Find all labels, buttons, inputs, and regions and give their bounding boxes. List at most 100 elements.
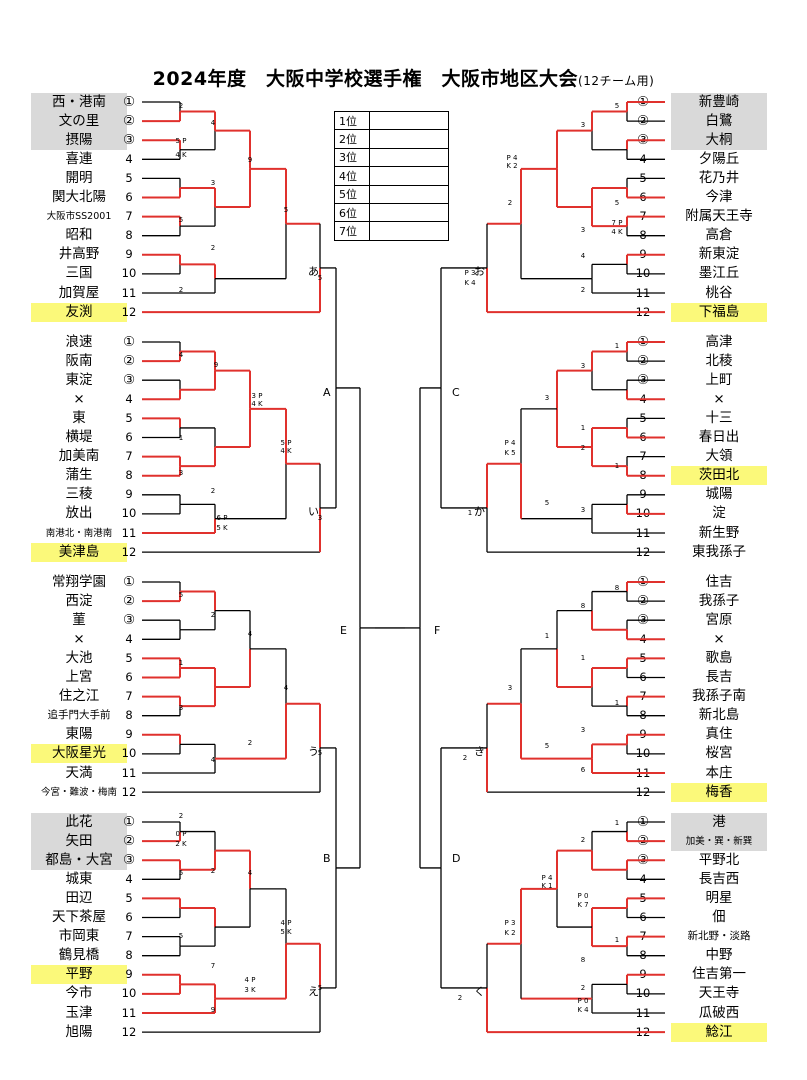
score-label: K 2 (504, 929, 515, 937)
score-label: P 0 (578, 892, 589, 900)
team-name: 佃 (712, 909, 726, 925)
score-label: 4 (211, 756, 216, 764)
team-name: 城東 (65, 870, 93, 887)
team-name: 追手門大手前 (47, 709, 111, 722)
score-label: 3 (318, 514, 322, 522)
seed-number: 12 (121, 304, 137, 319)
team-name: 梅香 (671, 782, 767, 802)
title-text: 2024年度 大阪中学校選手権 大阪市地区大会 (152, 68, 579, 90)
block-label: き (474, 745, 485, 758)
team-name: 高津 (705, 333, 733, 350)
team-name: 天王寺 (698, 985, 740, 1002)
team-name: 大桐 (671, 130, 767, 150)
team-name: 加美南 (58, 448, 100, 465)
score-label: 2 (211, 244, 215, 252)
team-name: 井高野 (58, 246, 100, 263)
score-label: 5 P (281, 439, 292, 447)
score-label: P 0 (578, 997, 589, 1005)
score-label: 3 (508, 684, 512, 692)
score-label: K 1 (541, 882, 552, 890)
seed-number: 9 (125, 247, 133, 262)
score-label: 6 (581, 766, 586, 774)
score-label: 2 (581, 984, 585, 992)
team-name: 上宮 (65, 669, 93, 685)
seed-number: 10 (121, 506, 137, 521)
seed-number: 7 (125, 209, 133, 224)
team-name: 加美・巽・新巽 (671, 831, 767, 851)
ranking-row: 6位 (334, 202, 449, 223)
seed-number: 11 (121, 285, 137, 300)
team-name: 鶴見橋 (58, 947, 100, 964)
seed-number: 6 (125, 190, 133, 204)
score-label: 9 (214, 361, 218, 369)
score-label: 5 (179, 869, 183, 877)
team-name: 花乃井 (698, 169, 740, 186)
score-label: 3 (581, 362, 585, 370)
score-label: 2 (211, 611, 215, 619)
team-name: 本庄 (705, 764, 733, 781)
score-label: K 7 (577, 901, 588, 909)
team-name: 東 (72, 409, 86, 426)
team-name: 鯰江 (671, 1022, 767, 1042)
score-label: 2 (248, 739, 252, 747)
score-label: 5 (615, 102, 619, 110)
score-label: 2 (508, 199, 512, 207)
score-label: 4 K (251, 400, 263, 408)
team-name: 三国 (65, 265, 93, 282)
team-name: 東我孫子 (692, 543, 746, 560)
block-label: え (308, 985, 319, 998)
stage-label-C: C (452, 386, 460, 399)
team-name: 東淀 (65, 371, 93, 388)
score-label: 5 (545, 499, 549, 507)
team-name: 大阪星光 (31, 744, 127, 764)
team-name: 住吉 (705, 573, 733, 590)
seed-number: ③ (122, 131, 136, 148)
team-name: 今宮・難波・梅南 (40, 786, 117, 798)
team-name: 友渕 (31, 302, 127, 322)
team-name: 港 (671, 812, 767, 832)
team-name: 下福島 (671, 302, 767, 322)
team-name: 平野 (31, 965, 127, 985)
score-label: 1 (179, 659, 183, 667)
seed-number: 6 (125, 910, 133, 924)
team-name: 大領 (705, 448, 733, 465)
score-label: 1 (179, 434, 183, 442)
team-name: 摂陽 (31, 130, 127, 150)
team-name: 今市 (65, 985, 93, 1002)
team-name: 美津島 (31, 542, 127, 562)
team-name: 浪速 (65, 333, 93, 350)
score-label: 3 K (244, 986, 256, 994)
seed-number: 8 (125, 468, 133, 483)
seed-number: 5 (125, 410, 133, 425)
team-name: 田辺 (65, 889, 93, 906)
seed-number: ① (122, 333, 136, 350)
score-label: 5 K (216, 524, 228, 532)
team-name: 放出 (65, 505, 93, 522)
score-label: 2 (179, 286, 183, 294)
team-name: × (713, 630, 725, 647)
score-label: 1 (615, 462, 619, 470)
score-label: 1 (581, 654, 585, 662)
block-label: う (308, 745, 319, 758)
seed-number: 10 (121, 986, 137, 1001)
team-name: 長吉西 (698, 870, 740, 887)
score-label: 2 (581, 286, 585, 294)
score-label: 6 P (217, 514, 228, 522)
score-label: 7 P (612, 219, 623, 227)
title-note: (12チーム用) (578, 74, 655, 88)
score-label: 5 (318, 274, 322, 282)
seed-number: 12 (121, 544, 137, 559)
team-name: 春日出 (698, 429, 740, 445)
score-label: 5 (284, 206, 288, 214)
score-label: 5 (318, 984, 322, 992)
seed-number: 4 (125, 151, 133, 166)
block-label: お (474, 265, 485, 278)
score-label: 1 (615, 342, 619, 350)
score-label: 4 K (280, 447, 292, 455)
team-name: 墨江丘 (698, 265, 740, 282)
seed-number: ② (122, 592, 136, 609)
team-name: 淀 (712, 505, 726, 522)
score-label: 3 (211, 179, 215, 187)
score-label: 5 (179, 932, 183, 940)
